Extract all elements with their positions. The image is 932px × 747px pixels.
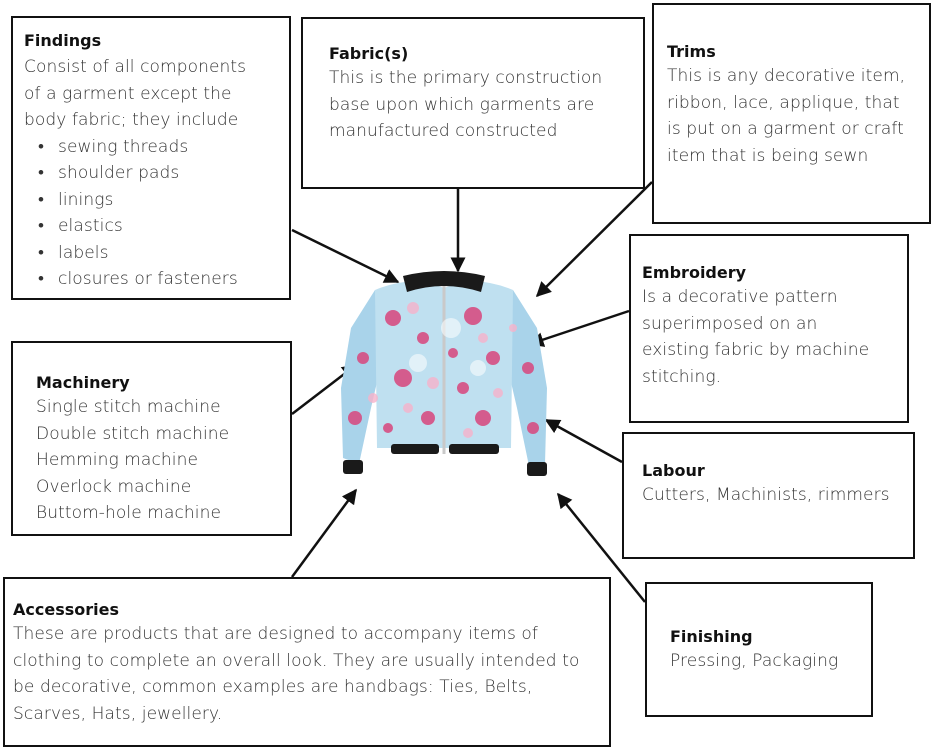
finishing-line: Pressing, Packaging bbox=[670, 651, 839, 671]
arrow-trims bbox=[535, 181, 653, 298]
embroidery-line: existing fabric by machine bbox=[642, 340, 870, 360]
trims-box: Trims This is any decorative item, ribbo… bbox=[652, 3, 931, 224]
list-item: linings bbox=[24, 187, 279, 214]
finishing-title: Finishing bbox=[670, 627, 753, 646]
accessories-line: be decorative, common examples are handb… bbox=[13, 677, 533, 697]
labour-line: Cutters, Machinists, rimmers bbox=[642, 485, 890, 505]
machinery-line: Buttom-hole machine bbox=[36, 503, 222, 523]
trims-line: is put on a garment or craft bbox=[667, 119, 904, 139]
arrow-finishing bbox=[557, 492, 646, 603]
list-item: labels bbox=[24, 240, 279, 267]
labour-box: Labour Cutters, Machinists, rimmers bbox=[622, 432, 915, 559]
list-item: closures or fasteners bbox=[24, 266, 279, 293]
accessories-title: Accessories bbox=[13, 600, 119, 619]
fabric-line: manufactured constructed bbox=[329, 121, 558, 141]
machinery-line: Hemming machine bbox=[36, 450, 199, 470]
machinery-title: Machinery bbox=[36, 373, 130, 392]
findings-title: Findings bbox=[24, 31, 102, 50]
embroidery-line: superimposed on an bbox=[642, 313, 818, 334]
machinery-line: Double stitch machine bbox=[36, 423, 230, 444]
fabric-title: Fabric(s) bbox=[329, 44, 409, 63]
findings-intro: Consist of all components of a garment e… bbox=[24, 54, 279, 134]
arrow-embroidery bbox=[528, 309, 630, 347]
labour-title: Labour bbox=[642, 461, 705, 480]
list-item: sewing threads bbox=[24, 134, 279, 161]
findings-intro-line: of a garment except the bbox=[24, 83, 232, 104]
machinery-line: Single stitch machine bbox=[36, 397, 221, 417]
arrow-accessories bbox=[290, 488, 358, 578]
list-item: elastics bbox=[24, 213, 279, 240]
embroidery-line: stitching. bbox=[642, 366, 722, 387]
accessories-line: clothing to complete an overall look. Th… bbox=[13, 650, 580, 671]
embroidery-box: Embroidery Is a decorative pattern super… bbox=[629, 234, 909, 423]
findings-intro-line: body fabric; they include bbox=[24, 110, 239, 130]
finishing-box: Finishing Pressing, Packaging bbox=[645, 582, 873, 717]
arrow-labour bbox=[544, 418, 623, 464]
list-item: shoulder pads bbox=[24, 160, 279, 187]
findings-box: Findings Consist of all components of a … bbox=[11, 16, 291, 300]
fabric-line: base upon which garments are bbox=[329, 94, 595, 115]
findings-list: sewing threads shoulder pads linings ela… bbox=[24, 134, 279, 293]
finishing-text: Pressing, Packaging bbox=[670, 648, 865, 675]
accessories-text: These are products that are designed to … bbox=[13, 621, 603, 727]
machinery-text: Single stitch machine Double stitch mach… bbox=[36, 394, 282, 527]
embroidery-line: Is a decorative pattern bbox=[642, 287, 838, 307]
embroidery-text: Is a decorative pattern superimposed on … bbox=[642, 284, 899, 390]
floral-bomber-jacket-image bbox=[341, 271, 547, 476]
findings-intro-line: Consist of all components bbox=[24, 57, 247, 77]
embroidery-title: Embroidery bbox=[642, 263, 747, 282]
trims-line: This is any decorative item, bbox=[667, 66, 906, 86]
fabric-box: Fabric(s) This is the primary constructi… bbox=[301, 17, 645, 189]
trims-line: item that is being sewn bbox=[667, 145, 869, 166]
machinery-box: Machinery Single stitch machine Double s… bbox=[11, 341, 292, 536]
trims-title: Trims bbox=[667, 42, 716, 61]
accessories-box: Accessories These are products that are … bbox=[3, 577, 611, 747]
labour-text: Cutters, Machinists, rimmers bbox=[642, 482, 905, 509]
fabric-text: This is the primary construction base up… bbox=[329, 65, 633, 145]
accessories-line: These are products that are designed to … bbox=[13, 624, 539, 644]
fabric-line: This is the primary construction bbox=[329, 68, 603, 88]
trims-line: ribbon, lace, applique, that bbox=[667, 92, 900, 113]
machinery-line: Overlock machine bbox=[36, 476, 192, 497]
trims-text: This is any decorative item, ribbon, lac… bbox=[667, 63, 921, 169]
arrow-findings bbox=[291, 228, 400, 284]
accessories-line: Scarves, Hats, jewellery. bbox=[13, 703, 223, 724]
